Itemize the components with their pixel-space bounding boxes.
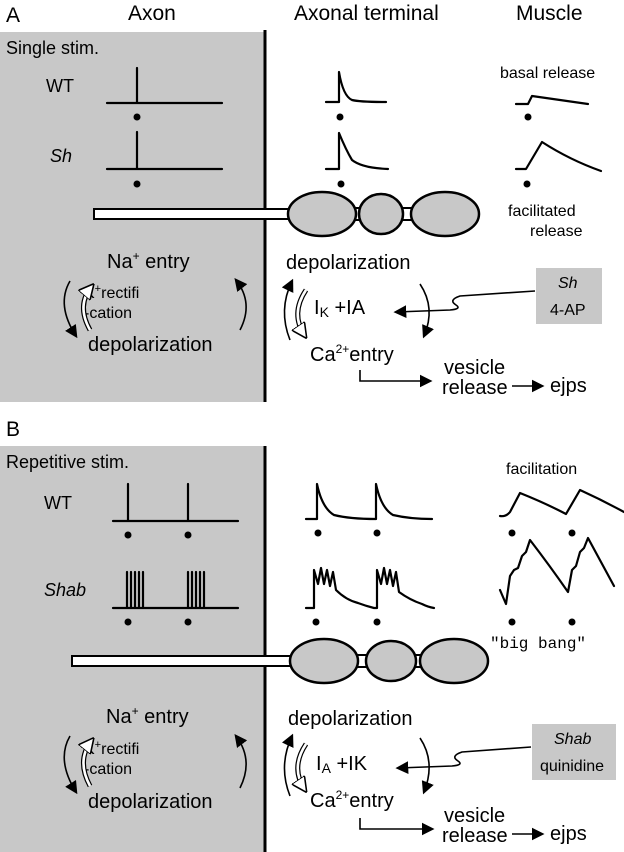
muscle-trace-big-bang [498,536,616,626]
terminal-ca-entry-b: Ca2+entry [310,788,394,812]
release-label-a: release [442,377,508,399]
axon-k-rectification-a: K+rectifi [84,283,139,302]
panel-a-row2-label: Sh [50,146,72,166]
axon-k-rectification-a-line2: -cation [84,305,132,322]
panel-b-row2-label: Shab [44,580,86,600]
stim-dot [524,113,532,121]
ejps-label-b: ejps [550,823,587,845]
terminal-k-arrow-fill-a [298,289,306,336]
terminal-depolarization-b: depolarization [288,708,413,730]
panel-b-letter: B [6,418,20,441]
stim-dot [373,529,381,537]
terminal-currents-b: IA +IK [316,753,368,776]
terminal-arrow-up-a [281,278,294,341]
column-header-axon: Axon [128,2,176,25]
axon-na-entry-a: Na+ entry [107,249,190,273]
panel-b-row1-label: WT [44,493,72,513]
block-arrow-a [393,290,536,319]
cycle-arrow-right-b [234,733,248,789]
blocker-drug-b: quinidine [540,758,604,775]
bouton [286,190,358,238]
axon-na-entry-b: Na+ entry [106,704,189,728]
bouton [409,190,481,238]
stim-dot [124,618,132,626]
terminal-arrow-up-b [281,733,294,797]
muscle-label-release: release [530,223,583,240]
stim-dot [568,529,576,537]
terminal-currents-a: IK +IA [314,297,366,320]
cycle-arrow-right [234,277,248,331]
cycle-arrow-left [63,280,78,339]
stim-dot [373,618,381,626]
nerve-terminal-b [71,637,490,685]
vesicle-label-b: vesicle [444,805,505,827]
stim-dot [184,618,192,626]
blocker-box-a [536,268,602,324]
stim-dot [184,531,192,539]
terminal-depolarization-a: depolarization [286,252,411,274]
terminal-arrow-down-b [419,737,434,795]
release-arrow-b [359,818,435,836]
blocker-drug-a: 4-AP [550,302,586,319]
column-header-terminal: Axonal terminal [294,2,439,25]
stim-dot [508,618,516,626]
stim-dot [133,113,141,121]
bouton [418,637,490,685]
stim-dot [337,180,345,188]
panel-a-condition: Single stim. [6,38,99,58]
panel-a-row1-label: WT [46,76,74,96]
muscle-label-big-bang: "big bang" [490,635,586,653]
axon-depolarization-b: depolarization [88,791,213,813]
terminal-ca-entry-a: Ca2+entry [310,342,394,366]
terminal-k-arrow-fill-b [298,743,306,790]
stim-dot [124,531,132,539]
stim-dot [133,180,141,188]
axon-trace-shab-repetitive [111,570,240,626]
blocker-gene-a: Sh [558,275,578,292]
bouton [288,637,360,685]
column-header-muscle: Muscle [516,2,583,25]
terminal-trace-shab-repetitive [304,566,436,626]
axon-trace-sh-single [105,130,224,188]
cycle-arrow-k-fill-b [83,740,92,787]
block-arrow-b [395,746,532,775]
axon-region-b [0,446,264,852]
panel-b-condition: Repetitive stim. [6,452,129,472]
bouton [364,639,418,683]
terminal-trace-sh-single [324,131,390,188]
nerve-terminal-a [93,190,481,238]
muscle-trace-facilitated [514,140,603,188]
stim-dot [336,113,344,121]
terminal-arrow-down-a [419,283,434,339]
vesicle-label-a: vesicle [444,357,505,379]
muscle-label-basal-release: basal release [500,65,595,82]
cycle-arrow-left-b [63,735,78,795]
ejps-label-a: ejps [550,375,587,397]
panel-a-letter: A [6,4,20,27]
stim-dot [568,618,576,626]
release-label-b: release [442,825,508,847]
muscle-label-facilitated: facilitated [508,203,576,220]
axon-trace-wt-single [105,66,224,121]
blocker-gene-b: Shab [554,731,591,748]
stim-dot [312,618,320,626]
axon-depolarization-a: depolarization [88,334,213,356]
blocker-box-b [532,724,616,780]
muscle-label-facilitation: facilitation [506,461,577,478]
stim-dot [508,529,516,537]
axon-trace-wt-repetitive [111,482,240,539]
stim-dot [314,529,322,537]
axon-k-rectification-b-line2: -cation [84,761,132,778]
cycle-arrow-k-fill [83,286,92,331]
terminal-trace-wt-single [324,70,388,121]
stim-dot [523,180,531,188]
muscle-trace-basal [514,94,590,121]
terminal-trace-wt-repetitive [304,482,434,537]
bouton [357,192,405,236]
release-arrow-a [359,370,433,388]
muscle-trace-facilitation [498,488,624,537]
